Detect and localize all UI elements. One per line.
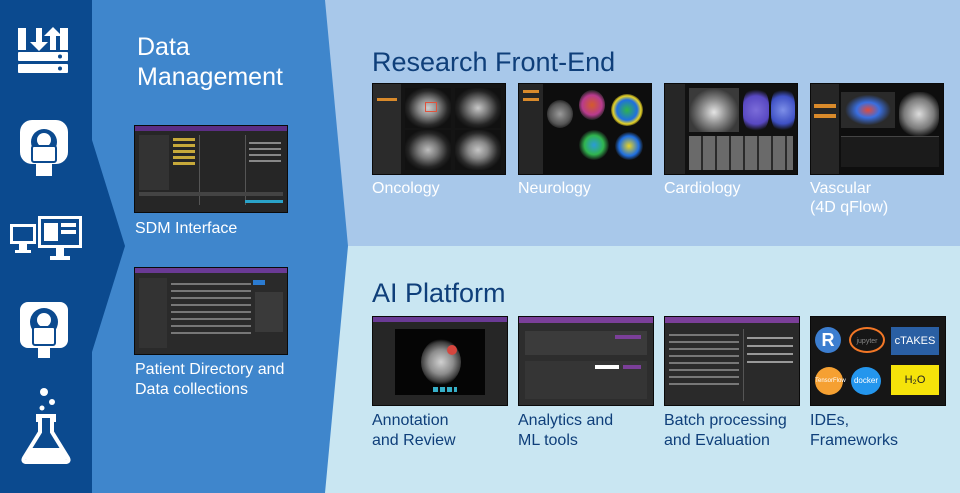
data-storage-icon xyxy=(18,27,68,73)
analytics-label: Analytics and ML tools xyxy=(518,411,613,451)
label-line: Frameworks xyxy=(810,432,899,449)
ides-frameworks-label: IDEs, Frameworks xyxy=(810,411,898,451)
data-management-title: Data Management xyxy=(137,32,283,92)
annotation-label: Annotation and Review xyxy=(372,411,456,451)
batch-processing-screenshot[interactable] xyxy=(664,316,800,406)
batch-processing-label: Batch processing and Evaluation xyxy=(664,411,787,451)
patient-directory-label: Patient Directory and Data collections xyxy=(135,360,284,400)
label-line: IDEs, xyxy=(810,412,850,429)
label-line: (4D qFlow) xyxy=(810,199,889,216)
data-management-chevron xyxy=(92,0,348,493)
title-line: Data xyxy=(137,33,190,61)
neurology-screenshot[interactable] xyxy=(518,83,652,175)
cardiology-label: Cardiology xyxy=(664,180,741,197)
vascular-screenshot[interactable] xyxy=(810,83,944,175)
ides-frameworks-logos[interactable]: R jupyter cTAKES TensorFlow docker H₂O xyxy=(810,316,946,406)
scanner-icon xyxy=(20,120,68,176)
docker-logo: docker xyxy=(851,367,881,395)
label-line: Batch processing xyxy=(664,412,787,429)
neurology-label: Neurology xyxy=(518,180,591,197)
label-line: ML tools xyxy=(518,432,578,449)
analytics-screenshot[interactable] xyxy=(518,316,654,406)
vascular-label: Vascular (4D qFlow) xyxy=(810,179,888,217)
h2o-logo: H₂O xyxy=(891,365,939,395)
oncology-label: Oncology xyxy=(372,180,440,197)
lab-flask-icon xyxy=(21,388,71,464)
annotation-screenshot[interactable] xyxy=(372,316,508,406)
label-line: Patient Directory and xyxy=(135,361,285,378)
sdm-interface-label: SDM Interface xyxy=(135,220,238,237)
title-line: Management xyxy=(137,63,283,91)
ctakes-logo: cTAKES xyxy=(891,327,939,355)
cardiology-screenshot[interactable] xyxy=(664,83,798,175)
imaging-device-icon xyxy=(20,302,68,358)
label-line: Annotation xyxy=(372,412,449,429)
label-line: Vascular xyxy=(810,180,872,197)
patient-directory-screenshot[interactable] xyxy=(134,267,288,355)
tensorflow-logo: TensorFlow xyxy=(815,367,846,395)
jupyter-logo: jupyter xyxy=(849,327,885,353)
research-frontend-title: Research Front-End xyxy=(372,47,616,77)
label-line: and Evaluation xyxy=(664,432,770,449)
label-line: Data collections xyxy=(135,381,248,398)
label-line: Analytics and xyxy=(518,412,614,429)
oncology-screenshot[interactable] xyxy=(372,83,506,175)
ai-platform-title: AI Platform xyxy=(372,278,506,308)
workstation-icon xyxy=(10,216,82,260)
sdm-interface-screenshot[interactable] xyxy=(134,125,288,213)
r-logo: R xyxy=(815,327,841,353)
label-line: and Review xyxy=(372,432,456,449)
